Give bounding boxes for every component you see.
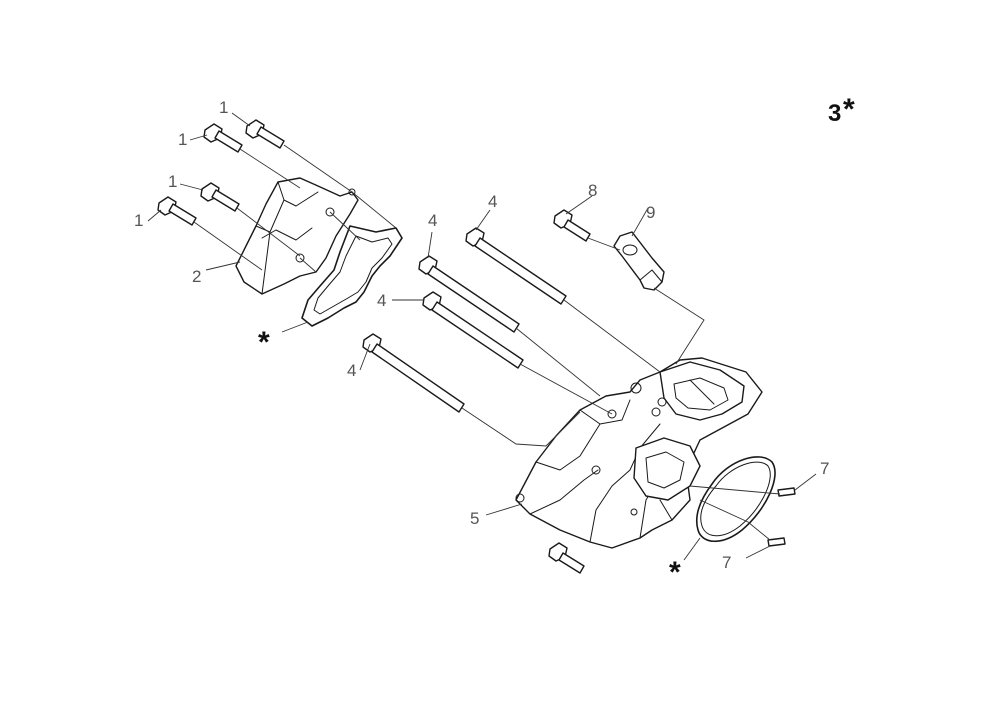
long-bolt-4c xyxy=(422,291,524,369)
callout-1b: 1 xyxy=(178,130,187,149)
bolt-1c xyxy=(200,182,240,212)
bolt-8 xyxy=(553,209,591,242)
leader-lines xyxy=(147,112,817,561)
callout-4c: 4 xyxy=(377,291,386,310)
long-bolt-4d xyxy=(362,333,465,413)
callout-8: 8 xyxy=(588,181,597,200)
callout-1a: 1 xyxy=(219,98,228,117)
pin-7b xyxy=(767,537,786,547)
diagram-title: 3 * xyxy=(828,93,855,127)
callout-1d: 1 xyxy=(134,211,143,230)
gasket-left xyxy=(301,225,403,327)
long-bolt-4b xyxy=(418,255,520,333)
title-number: 3 xyxy=(828,100,841,127)
bracket-part-9 xyxy=(613,231,665,291)
o-ring xyxy=(696,456,776,543)
bolt-bottom xyxy=(548,542,585,574)
long-bolt-4a xyxy=(465,227,567,305)
callout-2: 2 xyxy=(192,267,201,286)
cover-part-2 xyxy=(235,177,359,295)
callout-7a: 7 xyxy=(820,459,829,478)
callout-labels: 1 1 1 1 2 4 4 4 4 5 7 7 8 9 xyxy=(134,98,829,572)
bolt-1d xyxy=(157,196,197,226)
callout-4d: 4 xyxy=(347,361,356,380)
pin-7a xyxy=(777,487,796,497)
bolt-1b xyxy=(203,123,243,153)
callout-4a: 4 xyxy=(488,192,497,211)
bolt-1a xyxy=(245,119,285,149)
title-asterisk: * xyxy=(843,93,855,126)
asterisk-marks: * * xyxy=(258,326,681,589)
o-ring-asterisk: * xyxy=(669,556,681,589)
callout-1c: 1 xyxy=(168,172,177,191)
callout-5: 5 xyxy=(470,509,479,528)
callout-9: 9 xyxy=(646,203,655,222)
callout-4b: 4 xyxy=(428,211,437,230)
callout-7b: 7 xyxy=(722,553,731,572)
housing-part-5 xyxy=(515,357,763,549)
gasket-asterisk: * xyxy=(258,326,270,359)
